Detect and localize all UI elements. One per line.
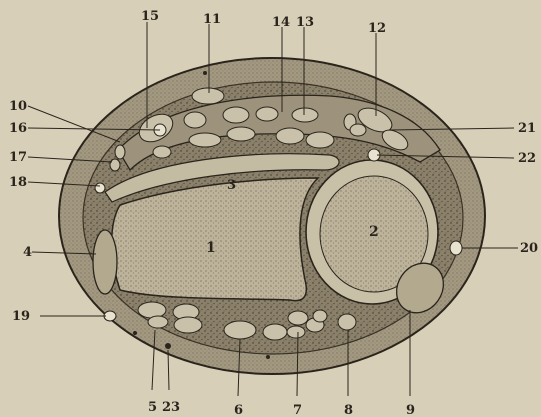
label-16: 16 — [9, 121, 27, 136]
label-11: 11 — [203, 12, 221, 27]
label-2: 2 — [369, 224, 379, 240]
label-9: 9 — [406, 403, 415, 417]
label-6: 6 — [234, 403, 243, 417]
label-4: 4 — [23, 245, 32, 260]
label-22: 22 — [518, 151, 536, 166]
label-8: 8 — [344, 403, 353, 417]
label-20: 20 — [520, 241, 538, 256]
label-5: 5 — [148, 400, 157, 415]
label-10: 10 — [9, 99, 27, 114]
label-12: 12 — [368, 21, 386, 36]
label-19: 19 — [12, 309, 30, 324]
label-13: 13 — [296, 15, 314, 30]
label-1: 1 — [206, 240, 216, 256]
label-23: 23 — [162, 400, 180, 415]
label-7: 7 — [293, 403, 302, 417]
label-14: 14 — [272, 15, 290, 30]
label-21: 21 — [518, 121, 536, 136]
label-18: 18 — [9, 175, 27, 190]
label-15: 15 — [141, 9, 159, 24]
label-17: 17 — [9, 150, 27, 165]
label-3: 3 — [227, 178, 236, 193]
tendon-4 — [93, 230, 117, 294]
